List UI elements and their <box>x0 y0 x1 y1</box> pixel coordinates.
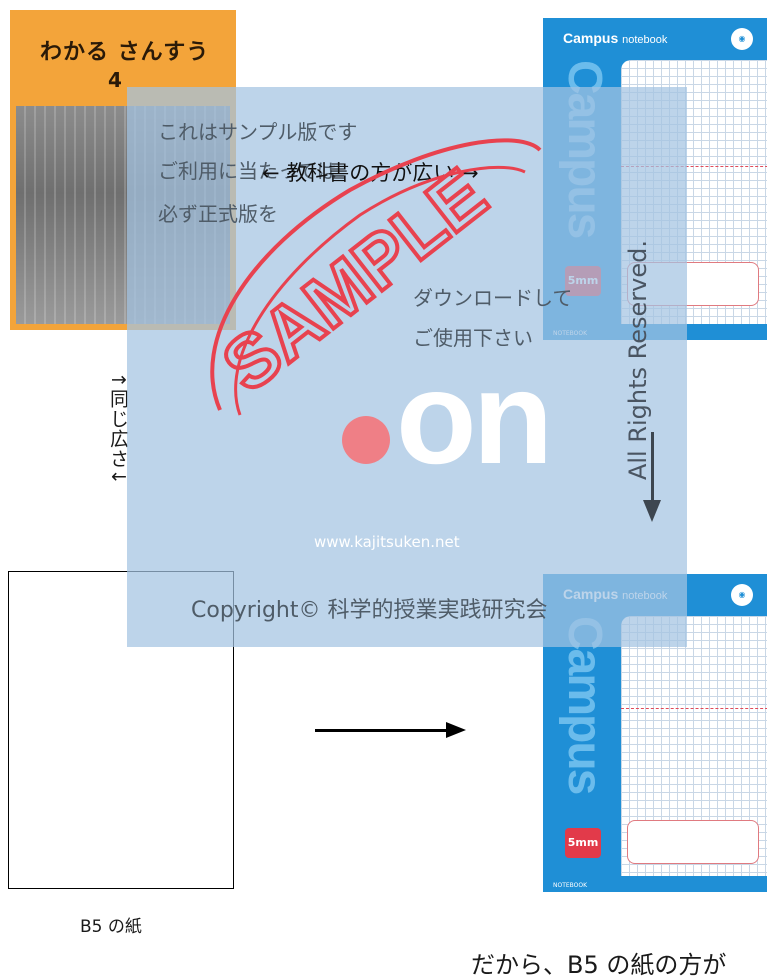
right-arrow-head-icon <box>446 722 466 738</box>
watermark-line-1: これはサンプル版です <box>158 120 358 144</box>
down-arrow-icon <box>651 432 654 502</box>
notebook-logo-icon: ◉ <box>731 584 753 606</box>
watermark-copyright: Copyright© 科学的授業実践研究会 <box>191 598 548 623</box>
sample-stamp: SAMPLE <box>205 138 542 416</box>
stamp-swoosh-outer <box>210 138 542 411</box>
notebook-brand: Campus notebook <box>563 30 668 46</box>
stamp-swoosh-inner <box>234 165 526 416</box>
watermark-url: www.kajitsuken.net <box>314 533 460 551</box>
notebook-size-badge: 5mm <box>565 828 601 858</box>
rights-reserved-text: All Rights Reserved. <box>624 240 652 481</box>
notebook-name-label <box>627 820 759 864</box>
notebook-footer: NOTEBOOK <box>553 882 588 889</box>
watermark-line-3: 必ず正式版を <box>158 202 278 226</box>
watermark-download-2: ご使用下さい <box>413 326 533 350</box>
same-size-label: ↑同じ広さ↓ <box>107 372 129 486</box>
notebook-divider <box>621 166 767 167</box>
right-arrow-icon <box>315 729 449 732</box>
logo-text: on <box>396 344 553 491</box>
notebook-logo-icon: ◉ <box>731 28 753 50</box>
textbook-title: わかる さんすう <box>40 40 210 65</box>
watermark-line-2: ご利用に当たっては <box>158 159 337 183</box>
logo-dot-icon <box>342 416 390 464</box>
sample-watermark-overlay <box>127 87 687 647</box>
conclusion-text: だから、B5 の紙の方が <box>471 951 727 979</box>
textbook-grade: 4 <box>108 68 122 92</box>
watermark-download-1: ダウンロードして <box>413 286 573 310</box>
notebook-divider <box>621 708 767 709</box>
down-arrow-head-icon <box>643 500 661 522</box>
b5-paper-label: B5 の紙 <box>80 917 142 937</box>
